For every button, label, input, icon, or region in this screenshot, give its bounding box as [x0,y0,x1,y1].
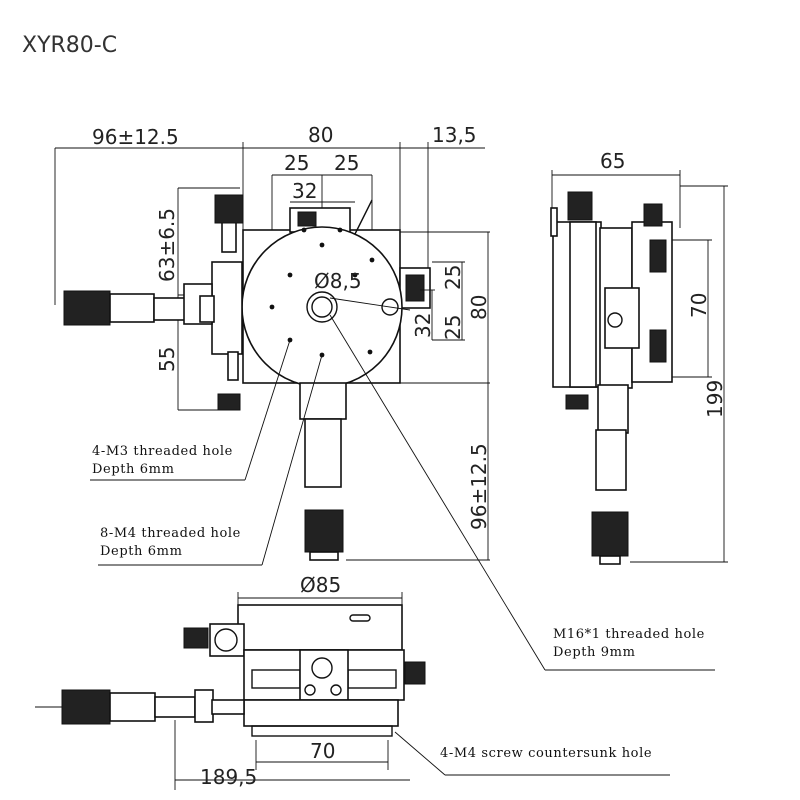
dim-80-right: 80 [467,295,491,320]
dim-diameter-8-5: Ø8,5 [314,269,362,293]
note-m4-line2: Depth 6mm [100,544,183,559]
dim-70-side: 70 [687,293,711,318]
front-view [35,592,426,790]
dim-25-right-lower: 25 [441,315,465,340]
dim-55-vertical: 55 [155,347,179,372]
dim-diameter-85: Ø85 [300,573,341,597]
dim-25-right-upper: 25 [441,265,465,290]
dim-25-right: 25 [334,151,359,175]
top-view [54,142,490,561]
drawing-title: XYR80-C [22,33,117,58]
note-countersunk: 4-M4 screw countersunk hole [440,746,652,761]
dim-32-top: 32 [292,179,317,203]
note-m16-line1: M16*1 threaded hole [553,627,705,642]
dim-25-left: 25 [284,151,309,175]
side-view [550,170,728,565]
dim-80-top: 80 [308,123,333,147]
dim-70-front: 70 [310,739,335,763]
dim-13-5: 13,5 [432,123,477,147]
note-m3-line1: 4-M3 threaded hole [92,444,233,459]
dim-65: 65 [600,149,625,173]
dim-96-left: 96±12.5 [92,125,179,149]
dim-189-5: 189,5 [200,765,257,789]
dim-199: 199 [703,380,727,418]
note-m16-line2: Depth 9mm [553,645,636,660]
dim-63-vertical: 63±6.5 [155,208,179,282]
note-m3-line2: Depth 6mm [92,462,175,477]
dim-32-right: 32 [411,313,435,338]
dim-96-bottom: 96±12.5 [467,443,491,530]
leader-lines [90,314,715,776]
note-m4-line1: 8-M4 threaded hole [100,526,241,541]
